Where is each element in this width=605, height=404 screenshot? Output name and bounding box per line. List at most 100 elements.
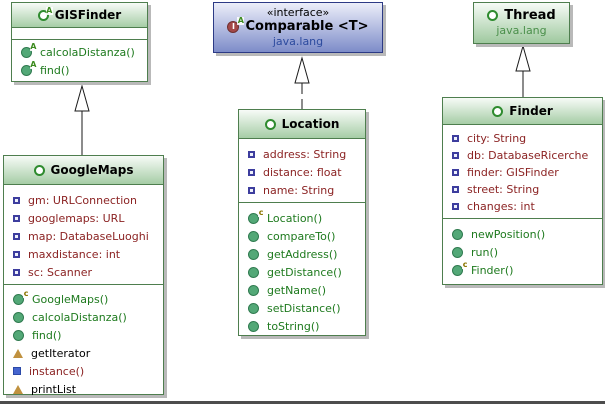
method-label: getIterator bbox=[31, 346, 91, 360]
field-label: sc: Scanner bbox=[28, 265, 92, 279]
uml-interface-comparable[interactable]: «interface» I A Comparable <T> java.lang bbox=[213, 2, 383, 53]
method-row[interactable]: c GoogleMaps() bbox=[4, 289, 163, 308]
field-label: googlemaps: URL bbox=[28, 211, 125, 225]
uml-class-location[interactable]: Location address: String distance: float… bbox=[238, 109, 366, 336]
field-label: maxdistance: int bbox=[28, 247, 121, 261]
relation-finder-extends-thread[interactable] bbox=[515, 44, 531, 97]
field-row[interactable]: sc: Scanner bbox=[4, 263, 163, 281]
googlemaps-header[interactable]: GoogleMaps bbox=[4, 156, 163, 185]
uml-class-thread[interactable]: Thread java.lang bbox=[473, 2, 570, 44]
interface-icon: I A bbox=[227, 16, 245, 33]
protected-member-icon bbox=[13, 384, 23, 394]
interface-icon-letter: I bbox=[231, 21, 235, 31]
method-row[interactable]: getIterator bbox=[4, 344, 163, 362]
constructor-badge: c bbox=[258, 207, 264, 217]
field-row[interactable]: distance: float bbox=[239, 163, 365, 181]
field-label: gm: URLConnection bbox=[28, 193, 137, 207]
class-title: Location bbox=[281, 116, 340, 131]
public-method-icon bbox=[13, 311, 24, 323]
abstract-badge: A bbox=[29, 41, 37, 51]
field-row[interactable]: map: DatabaseLuoghi bbox=[4, 227, 163, 245]
method-row[interactable]: setDistance() bbox=[239, 299, 365, 317]
uml-class-gisfinder[interactable]: A GISFinder A calcolaDistanza() A find() bbox=[11, 2, 148, 82]
field-icon bbox=[452, 203, 459, 210]
field-row[interactable]: name: String bbox=[239, 181, 365, 199]
field-icon bbox=[13, 232, 20, 240]
window-bottom-edge bbox=[0, 401, 605, 404]
field-row[interactable]: city: String bbox=[443, 130, 602, 147]
public-method-icon bbox=[452, 228, 463, 240]
method-row[interactable]: getAddress() bbox=[239, 245, 365, 263]
field-label: changes: int bbox=[467, 200, 535, 213]
location-attributes-compartment: address: String distance: float name: St… bbox=[239, 139, 365, 202]
abstract-method-icon: A bbox=[21, 42, 37, 58]
field-label: finder: GISFinder bbox=[467, 166, 559, 179]
uml-class-finder[interactable]: Finder city: String db: DatabaseRicerche… bbox=[442, 97, 603, 285]
method-row[interactable]: newPosition() bbox=[443, 225, 602, 243]
abstract-class-icon: A bbox=[37, 6, 53, 21]
class-title: Thread bbox=[504, 7, 556, 23]
method-row[interactable]: toString() bbox=[239, 317, 365, 335]
method-row[interactable]: getDistance() bbox=[239, 263, 365, 281]
method-row[interactable]: c Finder() bbox=[443, 260, 602, 279]
field-label: db: DatabaseRicerche bbox=[467, 149, 589, 162]
class-icon bbox=[487, 10, 499, 22]
field-label: map: DatabaseLuoghi bbox=[28, 229, 149, 243]
field-icon bbox=[248, 150, 255, 158]
method-row[interactable]: find() bbox=[4, 326, 163, 344]
method-row[interactable]: A find() bbox=[12, 59, 147, 79]
field-icon bbox=[13, 250, 20, 258]
field-label: distance: float bbox=[263, 165, 342, 179]
method-label: printList bbox=[31, 382, 77, 396]
package-label: java.lang bbox=[272, 35, 324, 49]
field-row[interactable]: maxdistance: int bbox=[4, 245, 163, 263]
field-row[interactable]: changes: int bbox=[443, 198, 602, 215]
field-icon bbox=[13, 268, 20, 276]
field-row[interactable]: googlemaps: URL bbox=[4, 209, 163, 227]
method-row[interactable]: getName() bbox=[239, 281, 365, 299]
field-icon bbox=[452, 152, 459, 159]
field-row[interactable]: street: String bbox=[443, 181, 602, 198]
gisfinder-header[interactable]: A GISFinder bbox=[12, 3, 147, 28]
relation-googlemaps-extends-gisfinder[interactable] bbox=[74, 84, 90, 155]
class-title: Finder bbox=[509, 103, 553, 118]
constructor-icon: c bbox=[13, 289, 29, 305]
method-row[interactable]: calcolaDistanza() bbox=[4, 308, 163, 326]
method-row[interactable]: c Location() bbox=[239, 207, 365, 227]
abstract-badge: A bbox=[29, 59, 37, 69]
field-row[interactable]: address: String bbox=[239, 145, 365, 163]
method-row[interactable]: printList bbox=[4, 380, 163, 398]
field-icon bbox=[452, 186, 459, 193]
class-title: GISFinder bbox=[54, 7, 122, 22]
class-title: GoogleMaps bbox=[50, 162, 134, 177]
method-row[interactable]: compareTo() bbox=[239, 227, 365, 245]
method-row[interactable]: A calcolaDistanza() bbox=[12, 42, 147, 61]
abstract-badge: A bbox=[45, 5, 53, 15]
public-method-icon bbox=[248, 266, 259, 278]
method-label: newPosition() bbox=[471, 227, 546, 241]
field-row[interactable]: db: DatabaseRicerche bbox=[443, 147, 602, 164]
abstract-badge: A bbox=[237, 15, 245, 25]
public-method-icon bbox=[248, 320, 259, 332]
constructor-icon: c bbox=[452, 260, 468, 276]
finder-header[interactable]: Finder bbox=[443, 98, 602, 125]
method-label: getAddress() bbox=[267, 247, 338, 261]
method-label: Finder() bbox=[471, 263, 514, 277]
method-row[interactable]: run() bbox=[443, 243, 602, 261]
field-icon bbox=[452, 169, 459, 176]
field-row[interactable]: gm: URLConnection bbox=[4, 191, 163, 209]
package-label: java.lang bbox=[496, 23, 547, 37]
field-icon bbox=[452, 135, 459, 142]
method-row[interactable]: instance() bbox=[4, 362, 163, 380]
method-label: Location() bbox=[267, 211, 323, 225]
location-header[interactable]: Location bbox=[239, 110, 365, 139]
uml-class-googlemaps[interactable]: GoogleMaps gm: URLConnection googlemaps:… bbox=[3, 155, 164, 395]
relation-location-implements-comparable[interactable] bbox=[294, 56, 310, 109]
finder-attributes-compartment: city: String db: DatabaseRicerche finder… bbox=[443, 125, 602, 218]
method-label: calcolaDistanza() bbox=[32, 310, 127, 324]
field-row[interactable]: finder: GISFinder bbox=[443, 164, 602, 181]
field-label: address: String bbox=[263, 147, 347, 161]
field-label: city: String bbox=[467, 132, 527, 145]
gisfinder-methods-compartment: A calcolaDistanza() A find() bbox=[12, 39, 147, 82]
